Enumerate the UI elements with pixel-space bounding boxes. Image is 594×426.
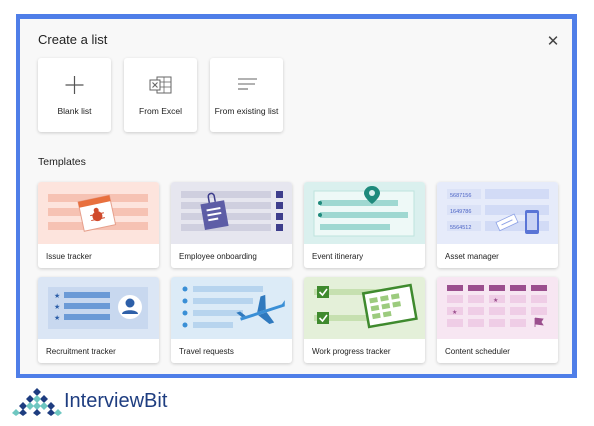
svg-text:★: ★: [54, 303, 60, 311]
issue-tracker-illustration: [38, 182, 159, 244]
asset-number-3: 5564512: [450, 225, 471, 231]
svg-text:★: ★: [493, 297, 498, 304]
template-issue-tracker[interactable]: Issue tracker: [38, 182, 159, 268]
work-progress-tracker-illustration: [304, 277, 425, 339]
event-itinerary-label: Event itinerary: [312, 252, 364, 261]
travel-requests-label: Travel requests: [179, 347, 234, 356]
template-work-progress-tracker[interactable]: Work progress tracker: [304, 277, 425, 363]
work-progress-tracker-label: Work progress tracker: [312, 347, 391, 356]
content-scheduler-label: Content scheduler: [445, 347, 510, 356]
travel-requests-illustration: [171, 277, 292, 339]
event-itinerary-illustration: [304, 182, 425, 244]
create-list-dialog: Create a list ✕ Blank list From Excel Fr…: [20, 19, 572, 374]
template-travel-requests[interactable]: Travel requests: [171, 277, 292, 363]
templates-heading: Templates: [38, 156, 86, 168]
employee-onboarding-label: Employee onboarding: [179, 252, 257, 261]
template-content-scheduler[interactable]: ★ ★ Content scheduler: [437, 277, 558, 363]
recruitment-tracker-label: Recruitment tracker: [46, 347, 116, 356]
asset-manager-label: Asset manager: [445, 252, 499, 261]
content-scheduler-illustration: ★ ★: [437, 277, 558, 339]
asset-number-1: 5687156: [450, 193, 471, 199]
from-excel-label: From Excel: [139, 106, 182, 116]
template-employee-onboarding[interactable]: Employee onboarding: [171, 182, 292, 268]
dialog-title: Create a list: [38, 32, 108, 47]
svg-text:★: ★: [452, 309, 457, 316]
recruitment-tracker-illustration: ★ ★ ★: [38, 277, 159, 339]
brand-name: InterviewBit: [64, 390, 168, 412]
excel-icon: [149, 76, 172, 94]
template-event-itinerary[interactable]: Event itinerary: [304, 182, 425, 268]
blank-list-button[interactable]: Blank list: [38, 58, 111, 132]
close-icon[interactable]: ✕: [546, 33, 560, 50]
list-lines-icon: [238, 78, 257, 90]
template-asset-manager[interactable]: 5687156 1649786 5564512 Asset manager: [437, 182, 558, 268]
from-existing-list-button[interactable]: From existing list: [210, 58, 283, 132]
asset-number-2: 1649786: [450, 209, 471, 215]
svg-text:★: ★: [54, 292, 60, 300]
blank-list-label: Blank list: [57, 106, 92, 116]
issue-tracker-label: Issue tracker: [46, 252, 92, 261]
asset-manager-illustration: 5687156 1649786 5564512: [437, 182, 558, 244]
plus-icon: [65, 76, 84, 94]
from-excel-button[interactable]: From Excel: [124, 58, 197, 132]
from-existing-list-label: From existing list: [214, 106, 279, 116]
template-recruitment-tracker[interactable]: ★ ★ ★ Recruitment tracker: [38, 277, 159, 363]
employee-onboarding-illustration: [171, 182, 292, 244]
svg-text:★: ★: [54, 314, 60, 322]
interviewbit-logo-icon: [12, 388, 62, 416]
